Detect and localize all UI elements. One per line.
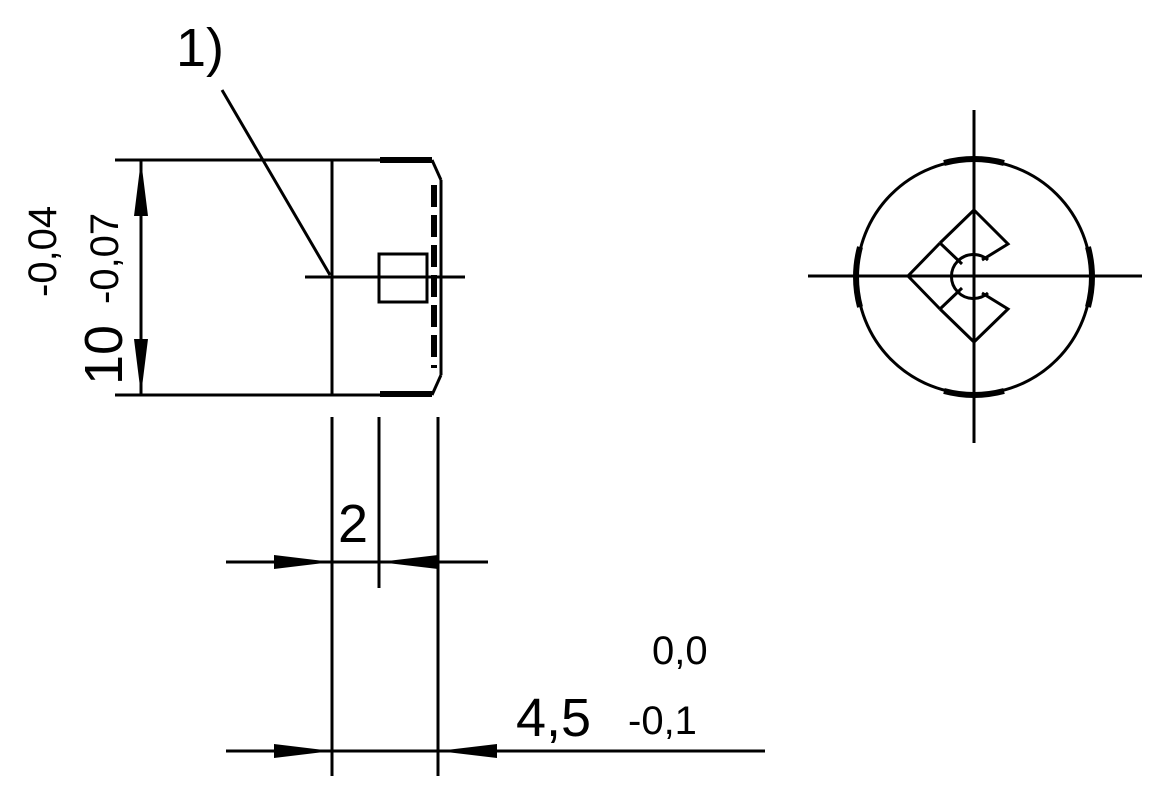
diamond-diag-b — [938, 307, 976, 344]
dim2-arrow-right — [379, 555, 438, 569]
cross-arm-lower — [972, 291, 1011, 344]
diamond-upper-left — [905, 241, 942, 311]
dim45-lower-tol: -0,1 — [628, 699, 697, 743]
callout-label: 1) — [176, 18, 224, 78]
front-view — [808, 110, 1142, 443]
dim2-label: 2 — [338, 494, 368, 554]
dim2-arrow-left — [274, 555, 332, 569]
side-view: 1) 10 -0,07 -0,04 2 4,5 0,0 -0,1 — [21, 18, 765, 776]
height-lower-tol: -0,07 — [83, 213, 127, 304]
dim45-upper-tol: 0,0 — [652, 629, 708, 673]
cross-arm-upper — [972, 208, 1011, 262]
center-hole — [949, 253, 989, 300]
body-right-edge-upper — [430, 159, 443, 181]
height-arrow-bottom — [134, 339, 148, 395]
height-nominal: 10 — [74, 325, 134, 385]
diamond-diag-a — [938, 208, 976, 245]
height-upper-tol: -0,04 — [21, 206, 65, 297]
dim45-arrow-left — [274, 744, 332, 758]
callout-leader — [220, 89, 332, 276]
dim45-nominal: 4,5 — [516, 688, 591, 748]
body-right-edge-lower — [430, 374, 443, 396]
dim45-arrow-right — [438, 744, 497, 758]
height-arrow-top — [134, 160, 148, 216]
